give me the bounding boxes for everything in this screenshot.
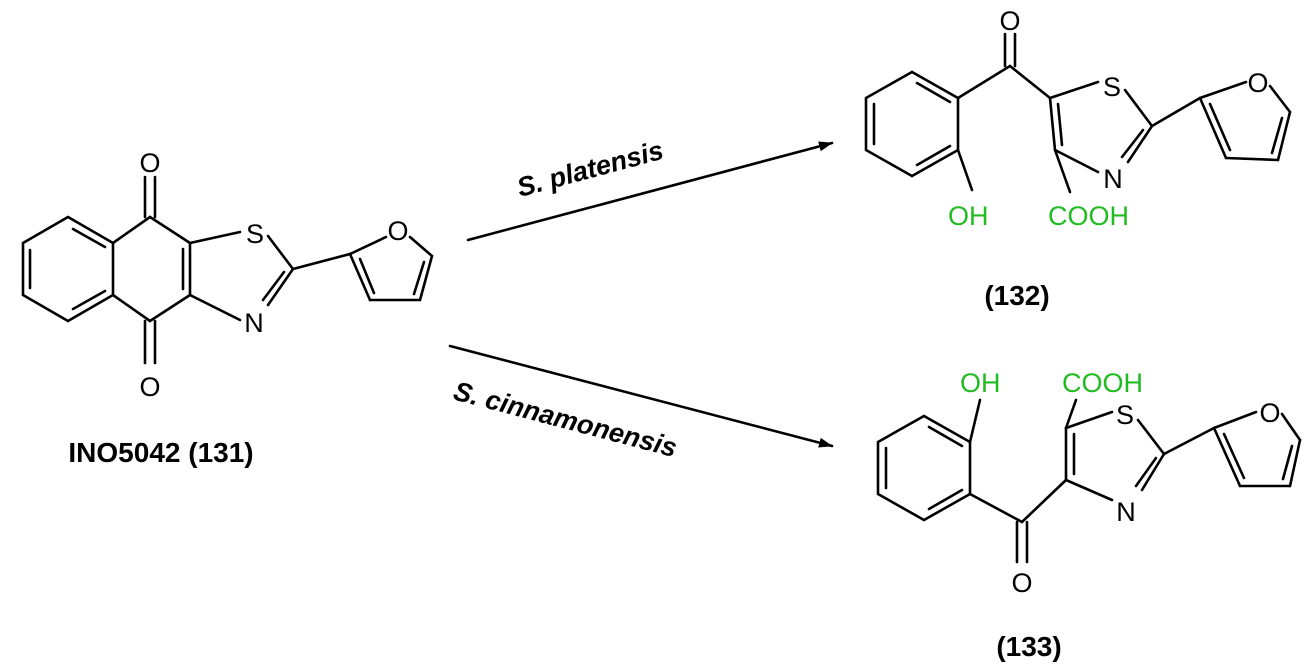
atom-oxygen: O [387, 216, 408, 246]
benzene-ring [21, 215, 115, 323]
compound-label-132: (132) [984, 280, 1049, 311]
atom-oxygen: O [1247, 68, 1268, 98]
atom-sulfur: S [1103, 72, 1121, 102]
atom-oxygen: O [139, 148, 160, 178]
atom-oxygen: O [1011, 568, 1032, 598]
atom-sulfur: S [1116, 400, 1134, 430]
phenol-ring [876, 414, 972, 522]
carboxyl-group: COOH [1062, 368, 1143, 398]
atom-nitrogen: N [244, 308, 264, 338]
reaction-condition-bottom: S. cinnamonensis [450, 376, 680, 463]
reaction-arrow-top [466, 141, 834, 242]
phenol-ring [864, 70, 960, 178]
product-molecule-133: O S N O OH COOH [876, 368, 1302, 598]
reaction-arrow-bottom [448, 344, 834, 448]
atom-nitrogen: N [1116, 497, 1136, 527]
carboxyl-group: COOH [1048, 201, 1129, 231]
atom-oxygen: O [139, 372, 160, 402]
compound-label-131: INO5042 (131) [68, 437, 253, 468]
hydroxyl-group: OH [960, 368, 1001, 398]
hydroxyl-group: OH [948, 201, 989, 231]
product-molecule-132: O S N O OH COOH [864, 6, 1292, 231]
starting-molecule: O O S N O [21, 148, 434, 402]
atom-oxygen: O [1259, 398, 1280, 428]
atom-sulfur: S [246, 219, 264, 249]
atom-oxygen: O [999, 6, 1020, 36]
atom-nitrogen: N [1103, 164, 1123, 194]
compound-label-133: (133) [996, 631, 1061, 662]
